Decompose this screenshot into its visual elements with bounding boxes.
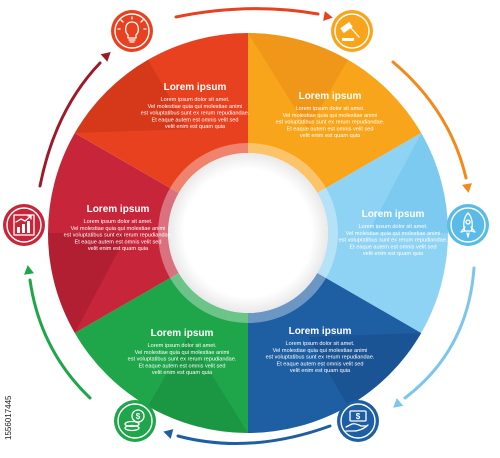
cycle-arrow xyxy=(38,51,111,188)
segment-title: Lorem ipsum xyxy=(87,204,150,215)
arrow-head xyxy=(163,429,174,439)
segment-body-line: est voluptatibus sunt ex rerum repudiand… xyxy=(64,233,173,239)
svg-text:$: $ xyxy=(356,412,361,421)
stock-id: 1556017445 xyxy=(4,395,13,440)
ring-segment-red xyxy=(74,32,248,193)
ring-segment-green xyxy=(74,273,248,433)
segment-body-line: est voluptatibus sunt ex rerum repudiand… xyxy=(141,111,250,117)
segment-body-line: Et eaque autem est omnis velit sed xyxy=(349,244,436,250)
segment-title: Lorem ipsum xyxy=(151,328,214,339)
segment-body-line: Vel molestiae quia qui molestiae animi xyxy=(148,104,243,110)
segment-shade xyxy=(368,133,448,233)
segment-body-line: velit enim est quam quia xyxy=(300,133,361,139)
arrow-head xyxy=(323,11,333,21)
segment-body-line: velit enim est quam quia xyxy=(152,370,213,376)
segment-body-line: Lorem ipsum dolor sit amet. xyxy=(160,97,229,103)
segment-title: Lorem ipsum xyxy=(164,82,227,93)
segment-fill xyxy=(317,133,448,333)
segment-body-line: Vel molestiae quia qui molestiae animi xyxy=(273,348,368,354)
segment-shade xyxy=(308,333,422,407)
segment-shade xyxy=(48,233,128,333)
segment-body-line: velit enim est quam quia xyxy=(165,124,226,130)
money-hand-icon: $ xyxy=(337,400,379,442)
segment-body-line: Vel molestiae quia qui molestiae animi xyxy=(283,113,378,119)
ring-segment-lightblue xyxy=(317,133,448,333)
ring-segment-crimson xyxy=(48,133,179,333)
segment-title: Lorem ipsum xyxy=(299,91,362,102)
segment-fill xyxy=(248,273,422,433)
ring-segment-orange xyxy=(248,33,422,193)
segment-fill xyxy=(48,133,179,333)
segment-body-line: velit enim est quam quia xyxy=(290,368,351,374)
ring-segment-navy xyxy=(248,273,422,433)
lightbulb-icon xyxy=(111,10,153,52)
segment-body-line: Lorem ipsum dolor sit amet. xyxy=(295,106,364,112)
svg-text:$: $ xyxy=(136,412,141,421)
segment-body-line: Lorem ipsum dolor sit amet. xyxy=(285,341,354,347)
segment-body-line: velit enim est quam quia xyxy=(88,246,149,252)
cycle-arrow xyxy=(391,60,472,193)
segment-body-line: est voluptatibus sunt ex rerum repudiand… xyxy=(128,357,237,363)
arrow-head xyxy=(100,51,111,62)
arrow-head xyxy=(393,398,404,408)
ring-segments xyxy=(48,32,448,433)
cycle-arrow xyxy=(24,265,92,400)
center-hole xyxy=(168,153,328,313)
segment-body-line: Vel molestiae quia qui molestiae animi xyxy=(346,231,441,237)
rocket-icon xyxy=(447,204,489,246)
cycle-arrow xyxy=(163,424,332,446)
segment-body-line: Et eaque autem est omnis velit sed xyxy=(276,361,363,367)
gavel-icon xyxy=(331,10,373,52)
segment-body-line: Vel molestiae quia qui molestiae animi xyxy=(135,350,230,356)
cycle-arrow xyxy=(174,7,333,21)
segment-title: Lorem ipsum xyxy=(362,209,425,220)
segment-shade xyxy=(74,59,188,133)
segment-body-line: Et eaque autem est omnis velit sed xyxy=(286,126,373,132)
segment-body-line: est voluptatibus sunt ex rerum repudiand… xyxy=(276,120,385,126)
segment-body-line: Et eaque autem est omnis velit sed xyxy=(151,117,238,123)
arrow-head xyxy=(24,265,34,275)
segment-body-line: Lorem ipsum dolor sit amet. xyxy=(358,224,427,230)
coins-icon: $ xyxy=(114,400,156,442)
segment-shade xyxy=(148,336,248,433)
segment-title: Lorem ipsum xyxy=(289,326,352,337)
segment-body-line: est voluptatibus sunt ex rerum repudiand… xyxy=(266,355,375,361)
segment-body-line: est voluptatibus sunt ex rerum repudiand… xyxy=(339,238,448,244)
segment-body-line: Lorem ipsum dolor sit amet. xyxy=(83,219,152,225)
step-icons: $$ xyxy=(3,10,489,442)
segment-body-line: Lorem ipsum dolor sit amet. xyxy=(147,343,216,349)
segment-fill xyxy=(74,32,248,193)
growth-chart-icon xyxy=(3,204,45,246)
arrow-head xyxy=(462,183,472,193)
cycle-arrow xyxy=(393,266,476,408)
segment-body-line: Et eaque autem est omnis velit sed xyxy=(74,239,161,245)
segment-fill xyxy=(248,33,422,193)
segment-shade xyxy=(248,33,348,130)
segment-fill xyxy=(74,273,248,433)
cycle-arrows xyxy=(24,7,476,446)
segment-body-line: velit enim est quam quia xyxy=(363,251,424,257)
segment-body-line: Et eaque autem est omnis velit sed xyxy=(138,363,225,369)
segment-body-line: Vel molestiae quia qui molestiae animi xyxy=(71,226,166,232)
